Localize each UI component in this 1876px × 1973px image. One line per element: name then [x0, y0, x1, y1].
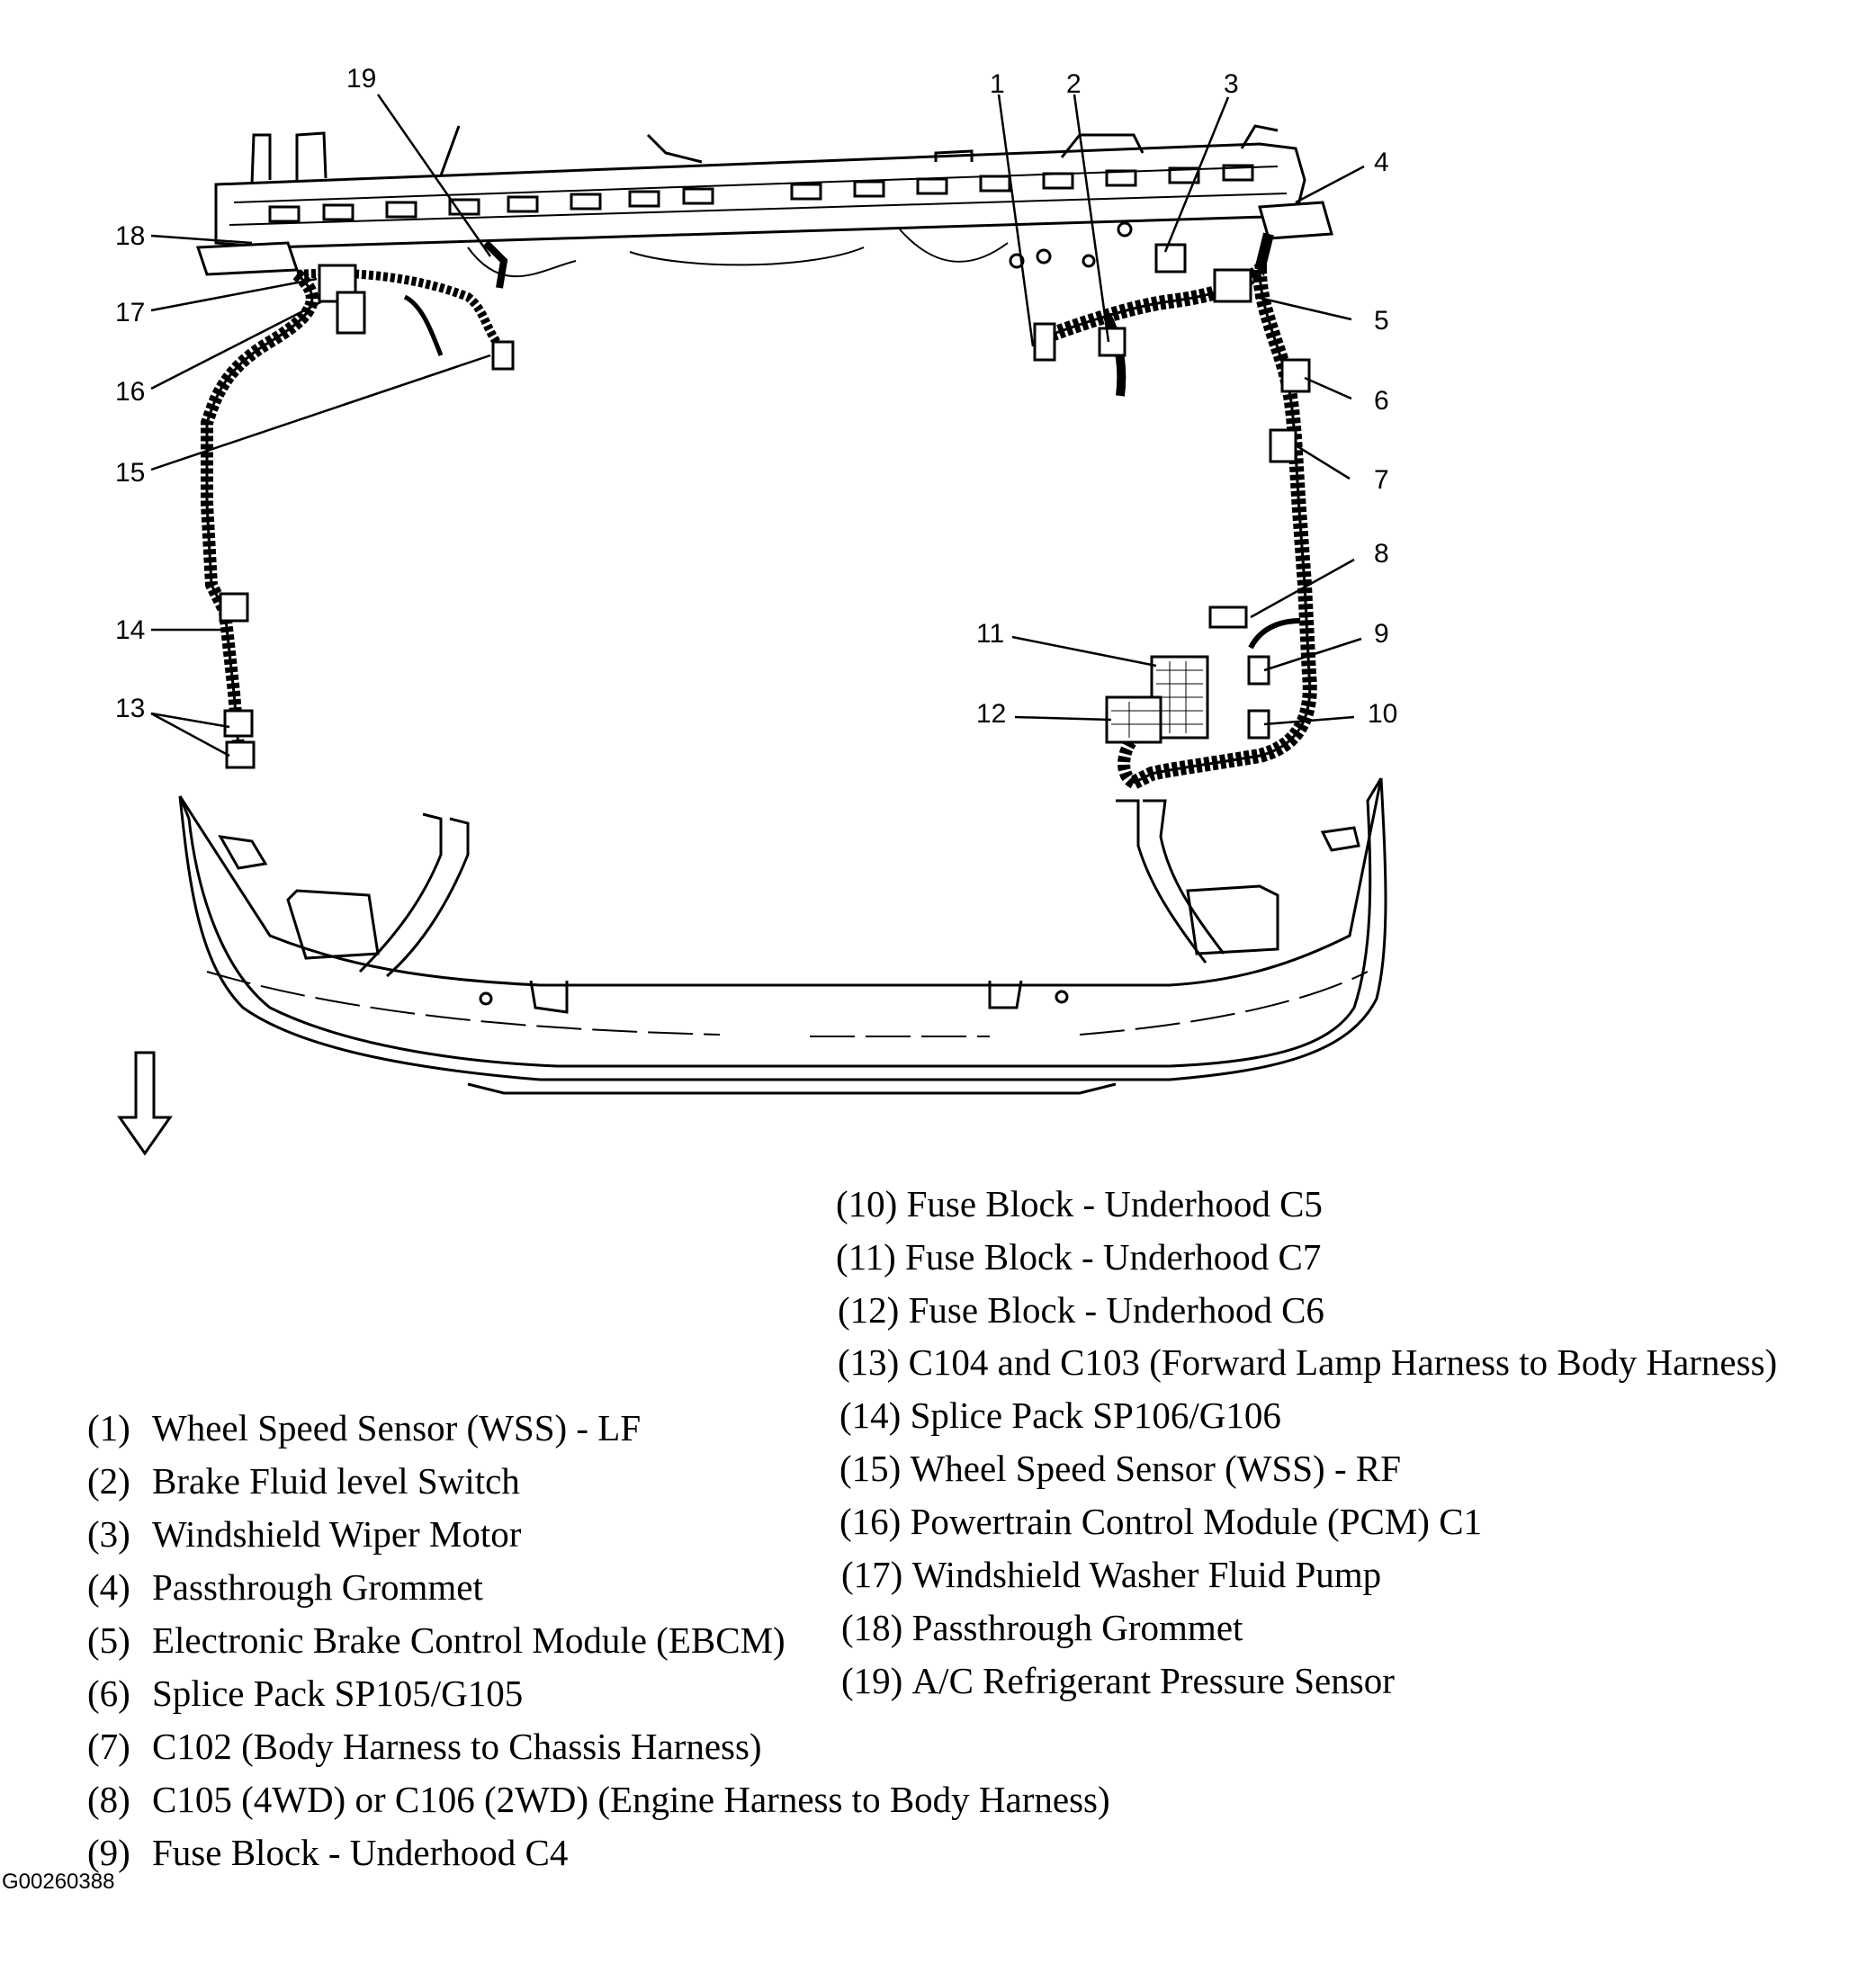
underhood-fuse-blocks	[1105, 655, 1209, 744]
callout-8: 8	[1374, 539, 1389, 569]
legend-label: Wheel Speed Sensor (WSS) - RF	[910, 1448, 1402, 1489]
legend-item-18: (18) Passthrough Grommet	[841, 1610, 1243, 1646]
legend-label: C102 (Body Harness to Chassis Harness)	[152, 1726, 762, 1767]
legend-label: Electronic Brake Control Module (EBCM)	[152, 1619, 785, 1661]
callout-10: 10	[1368, 699, 1397, 729]
legend-item-5: (5) Electronic Brake Control Module (EBCM…	[87, 1622, 785, 1659]
legend-num: (8)	[87, 1779, 130, 1820]
right-harness	[1033, 232, 1317, 790]
legend-item-16: (16) Powertrain Control Module (PCM) C1	[839, 1503, 1482, 1540]
callout-5: 5	[1374, 306, 1389, 336]
legend-label: Fuse Block - Underhood C5	[906, 1183, 1323, 1224]
legend-item-13: (13) C104 and C103 (Forward Lamp Harness…	[838, 1344, 1777, 1381]
callout-6: 6	[1374, 386, 1389, 416]
legend-label: Fuse Block - Underhood C6	[908, 1289, 1324, 1331]
callout-14: 14	[115, 615, 145, 645]
legend-num: (5)	[87, 1619, 130, 1661]
legend-num: (7)	[87, 1726, 130, 1767]
legend-item-9: (9) Fuse Block - Underhood C4	[87, 1834, 568, 1871]
legend-item-6: (6) Splice Pack SP105/G105	[87, 1675, 523, 1712]
callout-16: 16	[115, 377, 145, 407]
callout-4: 4	[1374, 148, 1389, 177]
legend-label: Windshield Washer Fluid Pump	[911, 1554, 1382, 1595]
legend-num: (15)	[839, 1448, 902, 1489]
callout-15: 15	[115, 458, 145, 488]
legend-item-14: (14) Splice Pack SP106/G106	[839, 1397, 1281, 1434]
legend-item-4: (4) Passthrough Grommet	[87, 1569, 483, 1606]
callout-1: 1	[990, 69, 1005, 99]
legend-num: (10)	[836, 1183, 898, 1224]
legend-num: (6)	[87, 1673, 130, 1714]
front-bumper-fascia	[178, 777, 1387, 1095]
legend-label: Fuse Block - Underhood C4	[152, 1832, 569, 1873]
legend-item-12: (12) Fuse Block - Underhood C6	[838, 1292, 1324, 1329]
legend-label: C104 and C103 (Forward Lamp Harness to B…	[908, 1341, 1778, 1383]
legend-num: (14)	[839, 1395, 902, 1436]
legend-label: Splice Pack SP106/G106	[910, 1395, 1281, 1436]
callout-7: 7	[1374, 465, 1389, 495]
legend-num: (19)	[841, 1660, 903, 1701]
legend-item-10: (10) Fuse Block - Underhood C5	[836, 1186, 1323, 1223]
legend-num: (16)	[839, 1501, 902, 1542]
legend-item-8: (8) C105 (4WD) or C106 (2WD) (Engine Harn…	[87, 1781, 1110, 1818]
callout-3: 3	[1224, 69, 1239, 99]
legend-item-17: (17) Windshield Washer Fluid Pump	[841, 1556, 1381, 1593]
legend-num: (4)	[87, 1566, 130, 1608]
legend-label: Splice Pack SP105/G105	[152, 1673, 524, 1714]
callout-18: 18	[115, 221, 145, 251]
callout-11: 11	[976, 619, 1004, 649]
legend-item-15: (15) Wheel Speed Sensor (WSS) - RF	[839, 1450, 1401, 1487]
legend-item-11: (11) Fuse Block - Underhood C7	[836, 1239, 1321, 1276]
callout-17: 17	[115, 298, 145, 327]
legend-label: Passthrough Grommet	[911, 1607, 1243, 1648]
legend-num: (9)	[87, 1832, 130, 1873]
callout-2: 2	[1066, 69, 1082, 99]
legend-label: Windshield Wiper Motor	[152, 1513, 522, 1555]
legend-item-1: (1) Wheel Speed Sensor (WSS) - LF	[87, 1410, 641, 1447]
legend-label: Fuse Block - Underhood C7	[905, 1236, 1322, 1278]
legend-num: (2)	[87, 1460, 130, 1502]
legend-num: (13)	[838, 1341, 900, 1383]
legend-num: (17)	[841, 1554, 903, 1595]
legend-label: A/C Refrigerant Pressure Sensor	[911, 1660, 1395, 1701]
callout-19: 19	[346, 64, 376, 94]
legend-item-19: (19) A/C Refrigerant Pressure Sensor	[841, 1663, 1395, 1699]
callout-9: 9	[1374, 619, 1389, 649]
callout-12: 12	[976, 699, 1006, 729]
legend-label: Passthrough Grommet	[152, 1566, 483, 1608]
callout-numbers: 1 2 3 4 5 6 7 8 9 10 11 12 13 14 15 16 1…	[115, 64, 1397, 729]
legend-label: Brake Fluid level Switch	[152, 1460, 520, 1502]
legend-label: Wheel Speed Sensor (WSS) - LF	[152, 1407, 642, 1448]
legend-num: (11)	[836, 1236, 896, 1278]
left-harness	[201, 240, 515, 769]
figure-id: G00260388	[2, 1870, 115, 1894]
legend-label: C105 (4WD) or C106 (2WD) (Engine Harness…	[152, 1779, 1110, 1820]
legend-item-7: (7) C102 (Body Harness to Chassis Harness…	[87, 1728, 762, 1765]
radiator-support	[195, 124, 1333, 278]
legend-num: (12)	[838, 1289, 900, 1331]
legend-num: (1)	[87, 1407, 130, 1448]
legend-item-3: (3) Windshield Wiper Motor	[87, 1516, 521, 1553]
leader-lines	[150, 94, 1365, 758]
legend-item-2: (2) Brake Fluid level Switch	[87, 1463, 520, 1500]
callout-13: 13	[115, 694, 145, 723]
legend-label: Powertrain Control Module (PCM) C1	[910, 1501, 1483, 1542]
legend-num: (3)	[87, 1513, 130, 1555]
legend-num: (18)	[841, 1607, 903, 1648]
front-direction-arrow	[117, 1051, 173, 1156]
